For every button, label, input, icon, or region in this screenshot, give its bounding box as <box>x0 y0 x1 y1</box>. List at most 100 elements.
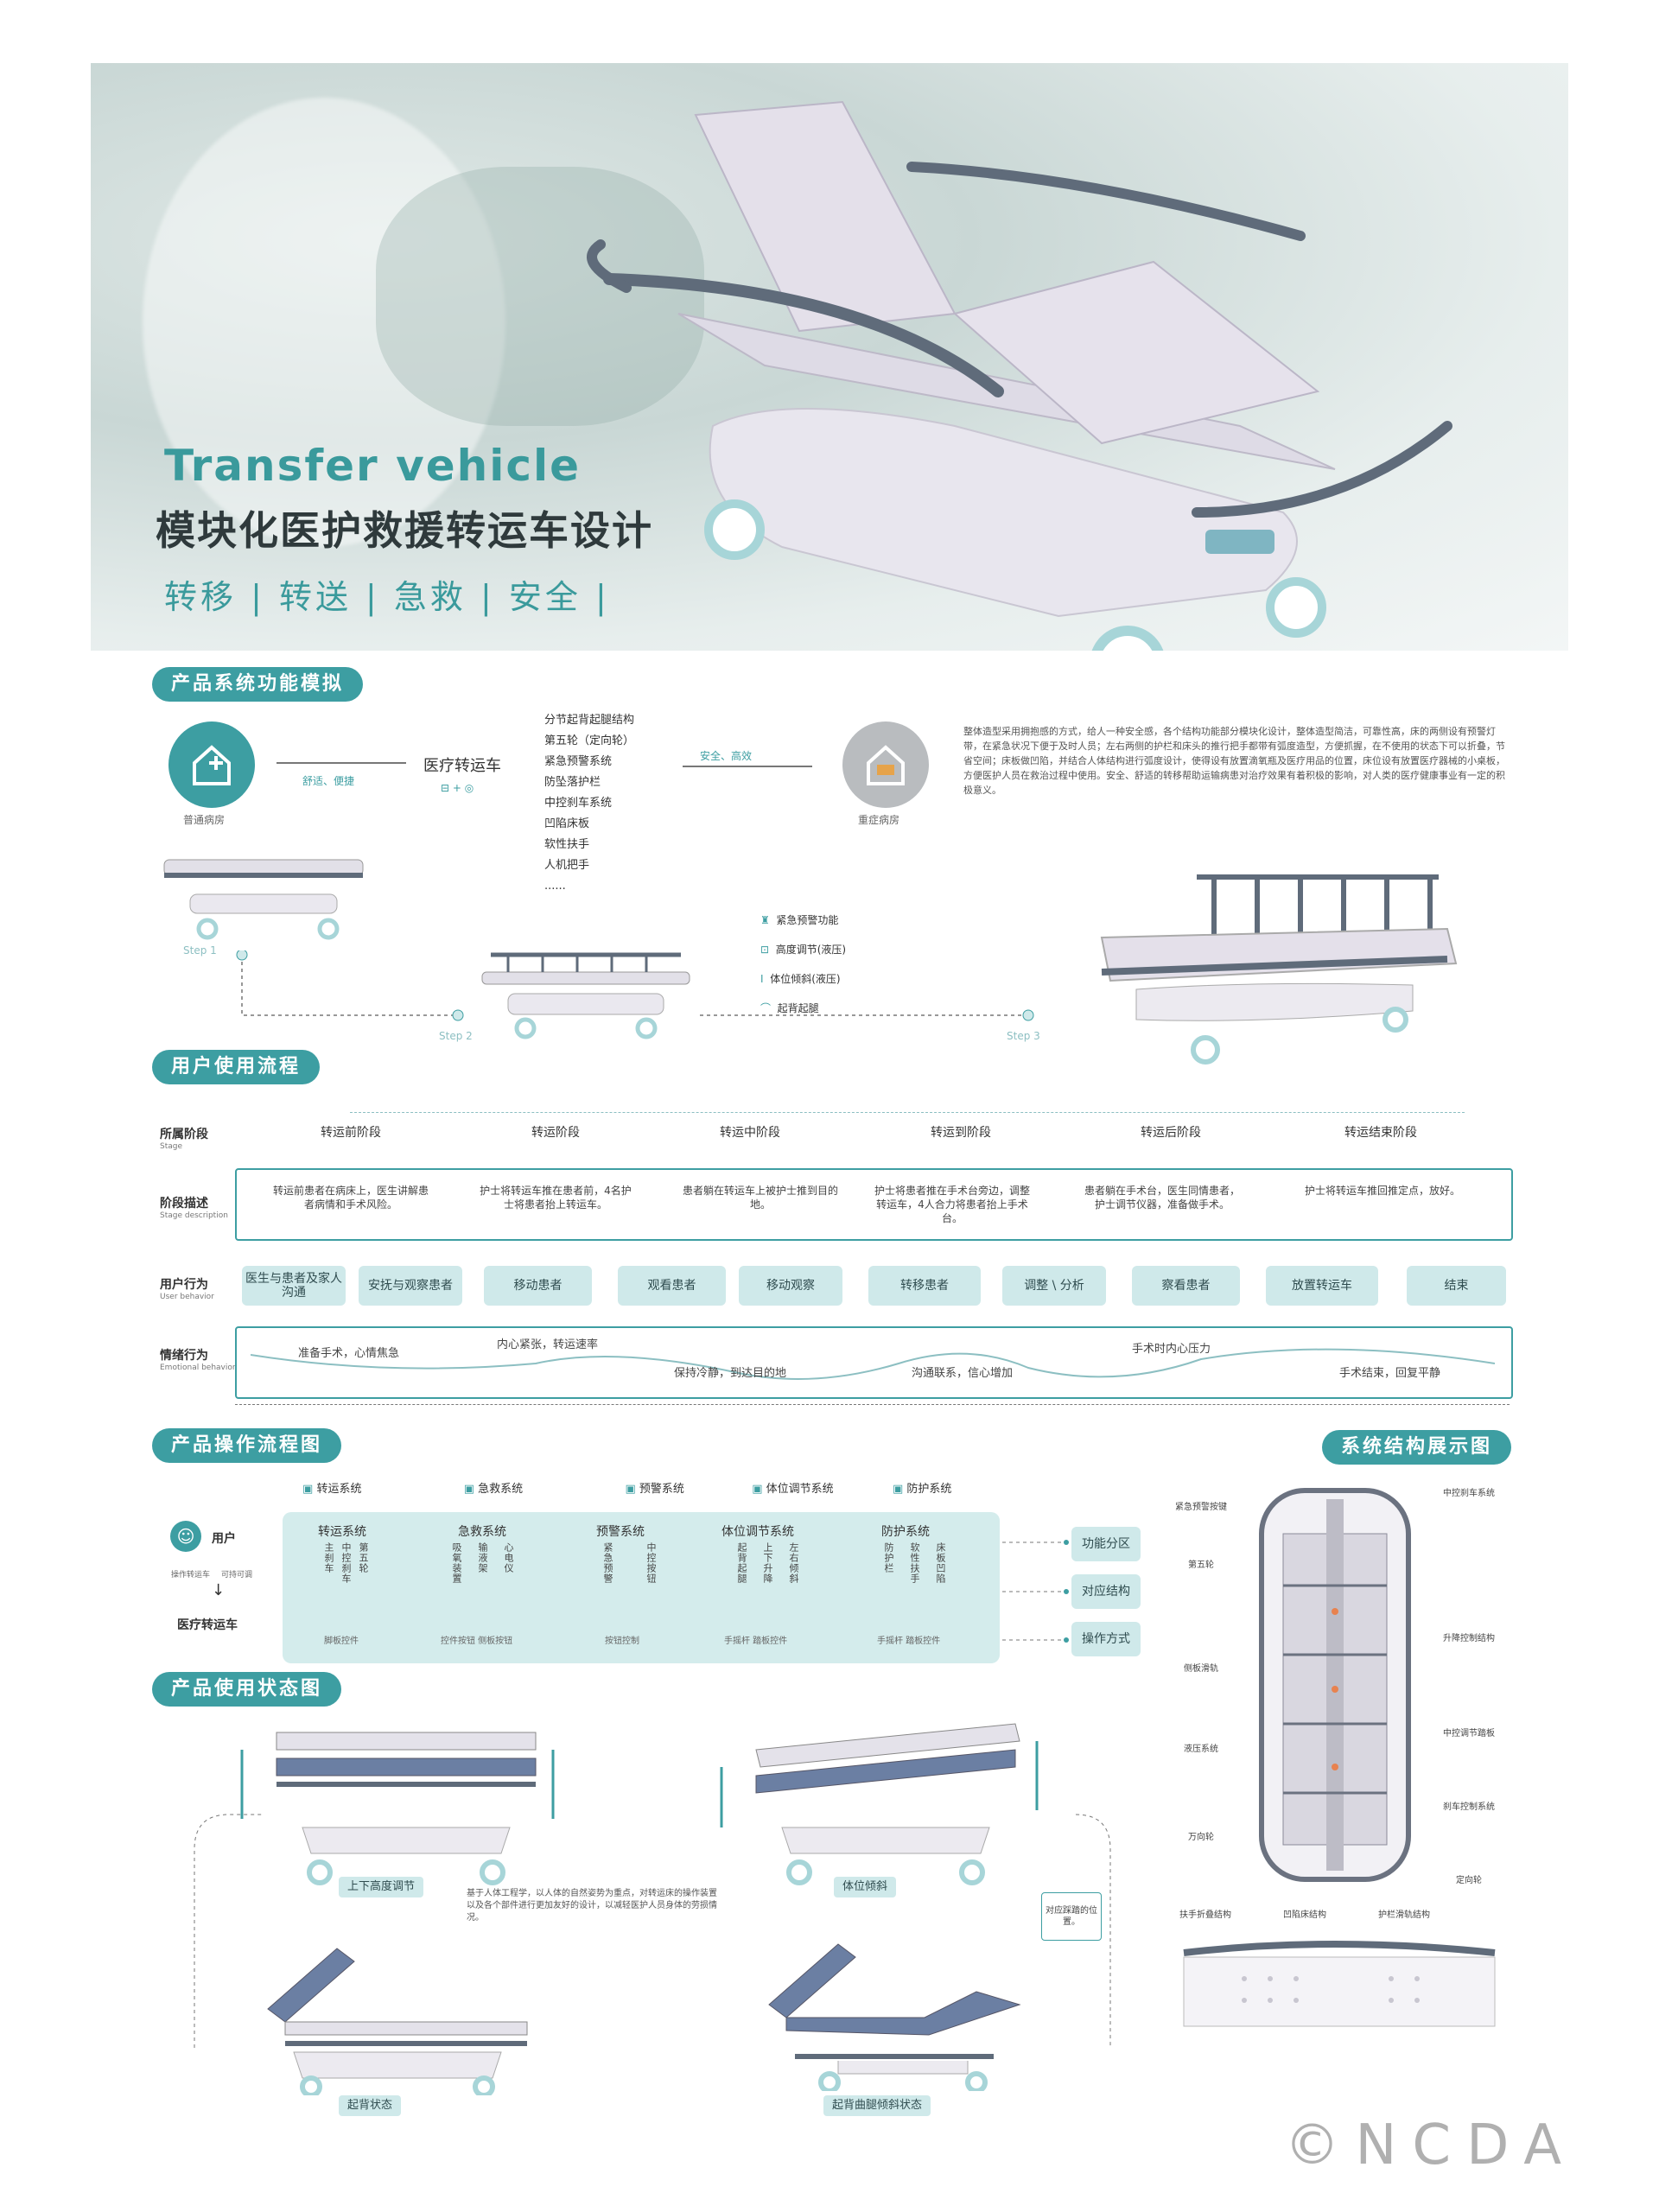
stage-description: 护士将转运车推在患者前，4名护士将患者抬上转运车。 <box>480 1185 632 1211</box>
behavior-pill: 移动患者 <box>484 1266 592 1306</box>
user-branch-left: 操作转运车 <box>171 1571 211 1580</box>
step1-label: Step 1 <box>183 944 217 957</box>
arrow-right-label: 安全、高效 <box>700 750 753 762</box>
feature-item: 防坠落护栏 <box>544 776 601 789</box>
legend-transport-icon: ▣ <box>302 1483 314 1496</box>
tilt-icon: Ⅰ <box>760 973 767 985</box>
state-caption: 起背曲腿倾斜状态 <box>823 2095 931 2116</box>
feature-item: 凹陷床板 <box>544 817 590 830</box>
system-item: 左右倾斜 <box>788 1542 799 1584</box>
system-name: 转运系统 <box>318 1525 366 1539</box>
behavior-pill: 察看患者 <box>1132 1266 1240 1306</box>
function-item: ⌒ 起背起腿 <box>760 1002 819 1014</box>
user-icon: ☺ <box>170 1521 201 1552</box>
operation-legend: ▣ 转运系统 ▣ 急救系统 ▣ 预警系统 ▣ 体位调节系统 ▣ 防护系统 <box>302 1483 952 1496</box>
legend-protection-icon: ▣ <box>892 1483 904 1496</box>
system-item: 吸氧装置 <box>451 1542 462 1584</box>
state-caption: 上下高度调节 <box>339 1877 424 1897</box>
backrest-icon: ⌒ <box>760 1002 774 1014</box>
structure-label: 中控刹车系统 <box>1443 1489 1495 1498</box>
state-tilt-illustration <box>720 1723 1039 1885</box>
step-path-line <box>236 950 1034 1021</box>
state-backrest-illustration <box>267 1948 528 2095</box>
behavior-pill: 转移患者 <box>868 1266 981 1306</box>
right-label: 功能分区 <box>1071 1527 1141 1561</box>
function-item: ♜ 紧急预警功能 <box>760 914 839 926</box>
module-paragraph: 整体造型采用拥抱感的方式，给人一种安全感，各个结构功能部分模块化设计，整体造型简… <box>963 726 1505 796</box>
system-item: 上下升降 <box>762 1542 773 1584</box>
state-caption: 起背状态 <box>339 2095 402 2116</box>
system-item: 心电仪 <box>503 1542 514 1573</box>
alarm-icon: ♜ <box>760 914 773 926</box>
emotion-top: 手术时内心压力 <box>1132 1343 1211 1356</box>
ward-left-icon <box>168 721 255 808</box>
behavior-pill: 观看患者 <box>618 1266 726 1306</box>
function-item: ⊡ 高度调节(液压) <box>760 944 847 956</box>
vehicle-node-label: 医疗转运车 <box>177 1618 238 1632</box>
structure-label: 液压系统 <box>1184 1745 1218 1754</box>
hero-background-blur <box>143 98 505 547</box>
structure-label: 紧急预警按键 <box>1175 1503 1227 1512</box>
right-label: 操作方式 <box>1071 1622 1141 1656</box>
states-side-note: 对应踩踏的位置。 <box>1041 1892 1102 1941</box>
emotion-bottom: 保持冷静，到达目的地 <box>674 1367 787 1380</box>
user-branch-right: 可持可调 <box>221 1571 253 1580</box>
states-note: 基于人体工程学，以人体的自然姿势为重点，对转运床的操作装置以及各个部件进行更加友… <box>467 1889 717 1923</box>
stage-label: 转运后阶段 <box>1141 1126 1201 1140</box>
stage-label: 转运到阶段 <box>931 1126 991 1140</box>
stage-description: 转运前患者在病床上，医生讲解患者病情和手术风险。 <box>273 1185 429 1211</box>
behavior-pill: 移动观察 <box>739 1266 842 1306</box>
behavior-pill: 安抚与观察患者 <box>359 1266 462 1306</box>
system-item: 第五轮 <box>358 1542 369 1573</box>
step3-label: Step 3 <box>1007 1030 1040 1042</box>
feature-item: ...... <box>544 880 566 893</box>
stage-label: 转运结束阶段 <box>1344 1126 1417 1140</box>
user-label: 用户 <box>212 1532 236 1546</box>
feature-item: 中控刹车系统 <box>544 797 613 810</box>
system-name: 预警系统 <box>596 1525 645 1539</box>
stage-description: 护士将患者推在手术台旁边，调整转运车，4人合力将患者抬上手术台。 <box>874 1185 1031 1224</box>
height-icon: ⊡ <box>760 944 772 956</box>
behavior-pill: 调整 \ 分析 <box>1002 1266 1106 1306</box>
stage-description: 患者躺在转运车上被护士推到目的地。 <box>683 1185 839 1211</box>
step2-label: Step 2 <box>439 1030 473 1042</box>
system-name: 防护系统 <box>881 1525 930 1539</box>
system-item: 中控按钮 <box>645 1542 657 1584</box>
system-footer: 脚板控件 <box>324 1637 359 1646</box>
hero-background-figure <box>376 167 704 426</box>
stage-description: 护士将转运车推回推定点，放好。 <box>1305 1185 1461 1197</box>
structure-label: 中控调节踏板 <box>1443 1729 1495 1738</box>
system-item: 防护栏 <box>883 1542 894 1573</box>
emotion-frame <box>235 1326 1513 1399</box>
step1-cart-illustration <box>163 859 364 940</box>
section-flow-title: 用户使用流程 <box>152 1050 321 1084</box>
state-caption: 体位倾斜 <box>834 1877 897 1897</box>
behavior-pill: 放置转运车 <box>1266 1266 1378 1306</box>
flow-bottom-line <box>235 1404 1510 1405</box>
behavior-pill: 医生与患者及家人沟通 <box>242 1266 346 1306</box>
step2-cart-illustration <box>481 952 690 1039</box>
system-footer: 控件按钮 侧板按钮 <box>441 1637 513 1646</box>
system-footer: 手摇杆 踏板控件 <box>724 1637 788 1646</box>
structure-label: 凹陷床结构 <box>1283 1910 1326 1920</box>
structure-label: 侧板滑轨 <box>1184 1664 1218 1674</box>
feature-item: 软性扶手 <box>544 838 590 851</box>
section-structure-title: 系统结构展示图 <box>1322 1430 1512 1465</box>
arrow-left <box>276 762 406 764</box>
state-height-illustration <box>240 1732 555 1885</box>
emotion-top: 准备手术，心情焦急 <box>298 1347 400 1360</box>
emotion-top: 内心紧张，转运速率 <box>497 1338 599 1351</box>
legend-posture-icon: ▣ <box>752 1483 763 1496</box>
structure-detail-illustration <box>1183 1941 1496 2027</box>
stage-description: 患者躺在手术台，医生同情患者，护士调节仪器，准备做手术。 <box>1084 1185 1241 1211</box>
system-name: 急救系统 <box>458 1525 506 1539</box>
system-name: 体位调节系统 <box>721 1525 794 1539</box>
system-item: 紧急预警 <box>602 1542 613 1584</box>
emotion-bottom: 沟通联系，信心增加 <box>912 1367 1014 1380</box>
structure-topview-illustration <box>1259 1488 1411 1882</box>
section-module-title: 产品系统功能模拟 <box>152 667 364 702</box>
